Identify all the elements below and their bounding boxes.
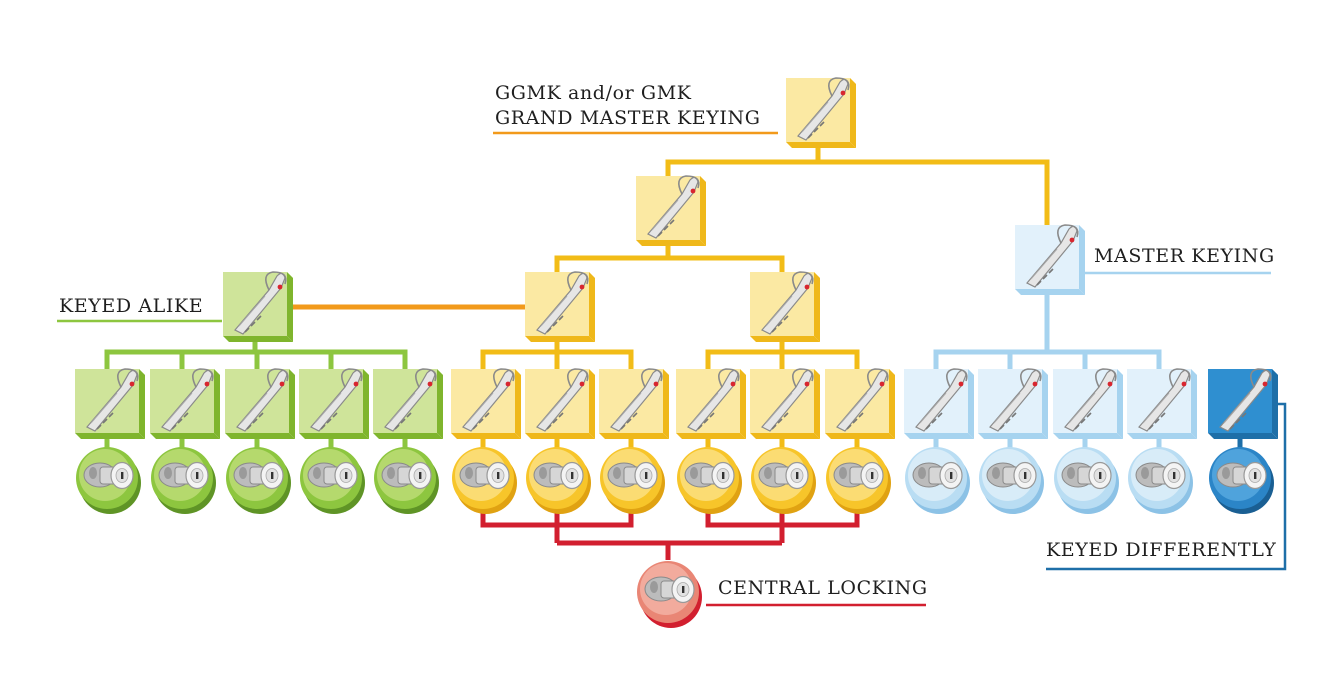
lock-cylinder-icon [1216,461,1267,490]
key-tiles [75,77,1278,439]
key-tile-yellow-b3 [825,368,895,439]
key-tile-grand-master [786,77,856,148]
key-tile-yellow-a2 [525,368,595,439]
lock-cylinder-icon [1135,461,1186,490]
ggmk-label-line1: GGMK and/or GMK [495,82,692,104]
lock-cylinder-icon [758,461,809,490]
connector-blue-bar [933,349,1162,368]
key-tile-green-3 [225,368,295,439]
key-tile-submaster-1 [525,271,595,342]
lock-cylinder-icon [533,461,584,490]
lock-cylinder-icon [233,461,284,490]
cylinder-green-3 [226,447,291,514]
lock-cylinder-icon [833,461,884,490]
lock-cylinder-icon [644,575,695,604]
key-tile-yellow-b2 [750,368,820,439]
key-tile-green-1 [75,368,145,439]
connector-lines [104,146,1243,560]
lock-cylinder-icon [83,461,134,490]
cylinder-green-1 [76,447,141,514]
lock-cylinder-icon [912,461,963,490]
lock-cylinder-icon [607,461,658,490]
central-locking-label: CENTRAL LOCKING [718,577,928,599]
lock-cylinder-icon [307,461,358,490]
key-tile-blue-4 [1127,368,1197,439]
master-keying-label: MASTER KEYING [1094,245,1275,267]
key-tile-yellow-a1 [451,368,521,439]
cylinder-yellow-b1 [677,447,742,514]
key-tile-green-2 [150,368,220,439]
connector-gmk-to-master [818,159,1050,226]
keyed-differently-label: KEYED DIFFERENTLY [1046,539,1276,561]
lock-cylinder-icon [158,461,209,490]
cylinder-green-5 [374,447,439,514]
lock-cylinders [76,447,1274,628]
cylinder-central-locking [637,561,702,628]
key-tile-green-4 [299,368,369,439]
key-tile-green-5 [373,368,443,439]
cylinder-yellow-a3 [600,447,665,514]
cylinder-yellow-b2 [751,447,816,514]
cylinder-yellow-a2 [526,447,591,514]
label-central-locking: CENTRAL LOCKING [706,577,928,607]
label-keyed-differently: KEYED DIFFERENTLY [1046,402,1287,571]
cylinder-blue-1 [905,447,970,514]
lock-cylinder-icon [381,461,432,490]
cylinder-yellow-b3 [826,447,891,514]
label-grand-master-keying: GGMK and/or GMK GRAND MASTER KEYING [493,82,778,135]
key-tile-master-blue [1015,224,1085,295]
cylinder-keyed-differently [1209,447,1274,514]
cylinder-green-2 [151,447,216,514]
lock-cylinder-icon [459,461,510,490]
connector-gmk-to-gm [665,146,821,178]
cylinder-blue-4 [1128,447,1193,514]
key-tile-keyed-differently [1208,368,1278,439]
keyed-alike-label: KEYED ALIKE [59,295,203,317]
key-tile-yellow-b1 [676,368,746,439]
key-tile-submaster-2 [750,271,820,342]
cylinder-blue-2 [979,447,1044,514]
cylinder-green-4 [300,447,365,514]
connector-gm-right [668,255,785,274]
ggmk-label-line2: GRAND MASTER KEYING [495,107,761,129]
lock-cylinder-icon [1061,461,1112,490]
key-tile-yellow-a3 [599,368,669,439]
key-tile-blue-3 [1053,368,1123,439]
key-tile-keyed-alike [223,271,293,342]
keyed-differently-bracket [1046,402,1287,571]
lock-cylinder-icon [684,461,735,490]
key-tile-blue-2 [978,368,1048,439]
cylinder-blue-3 [1054,447,1119,514]
connector-gm-left [554,243,671,274]
lock-cylinder-icon [986,461,1037,490]
key-tile-master-yellow [636,175,706,246]
cylinder-yellow-a1 [452,447,517,514]
label-keyed-alike: KEYED ALIKE [57,295,222,323]
key-tile-blue-1 [904,368,974,439]
label-master-keying: MASTER KEYING [1081,245,1275,275]
